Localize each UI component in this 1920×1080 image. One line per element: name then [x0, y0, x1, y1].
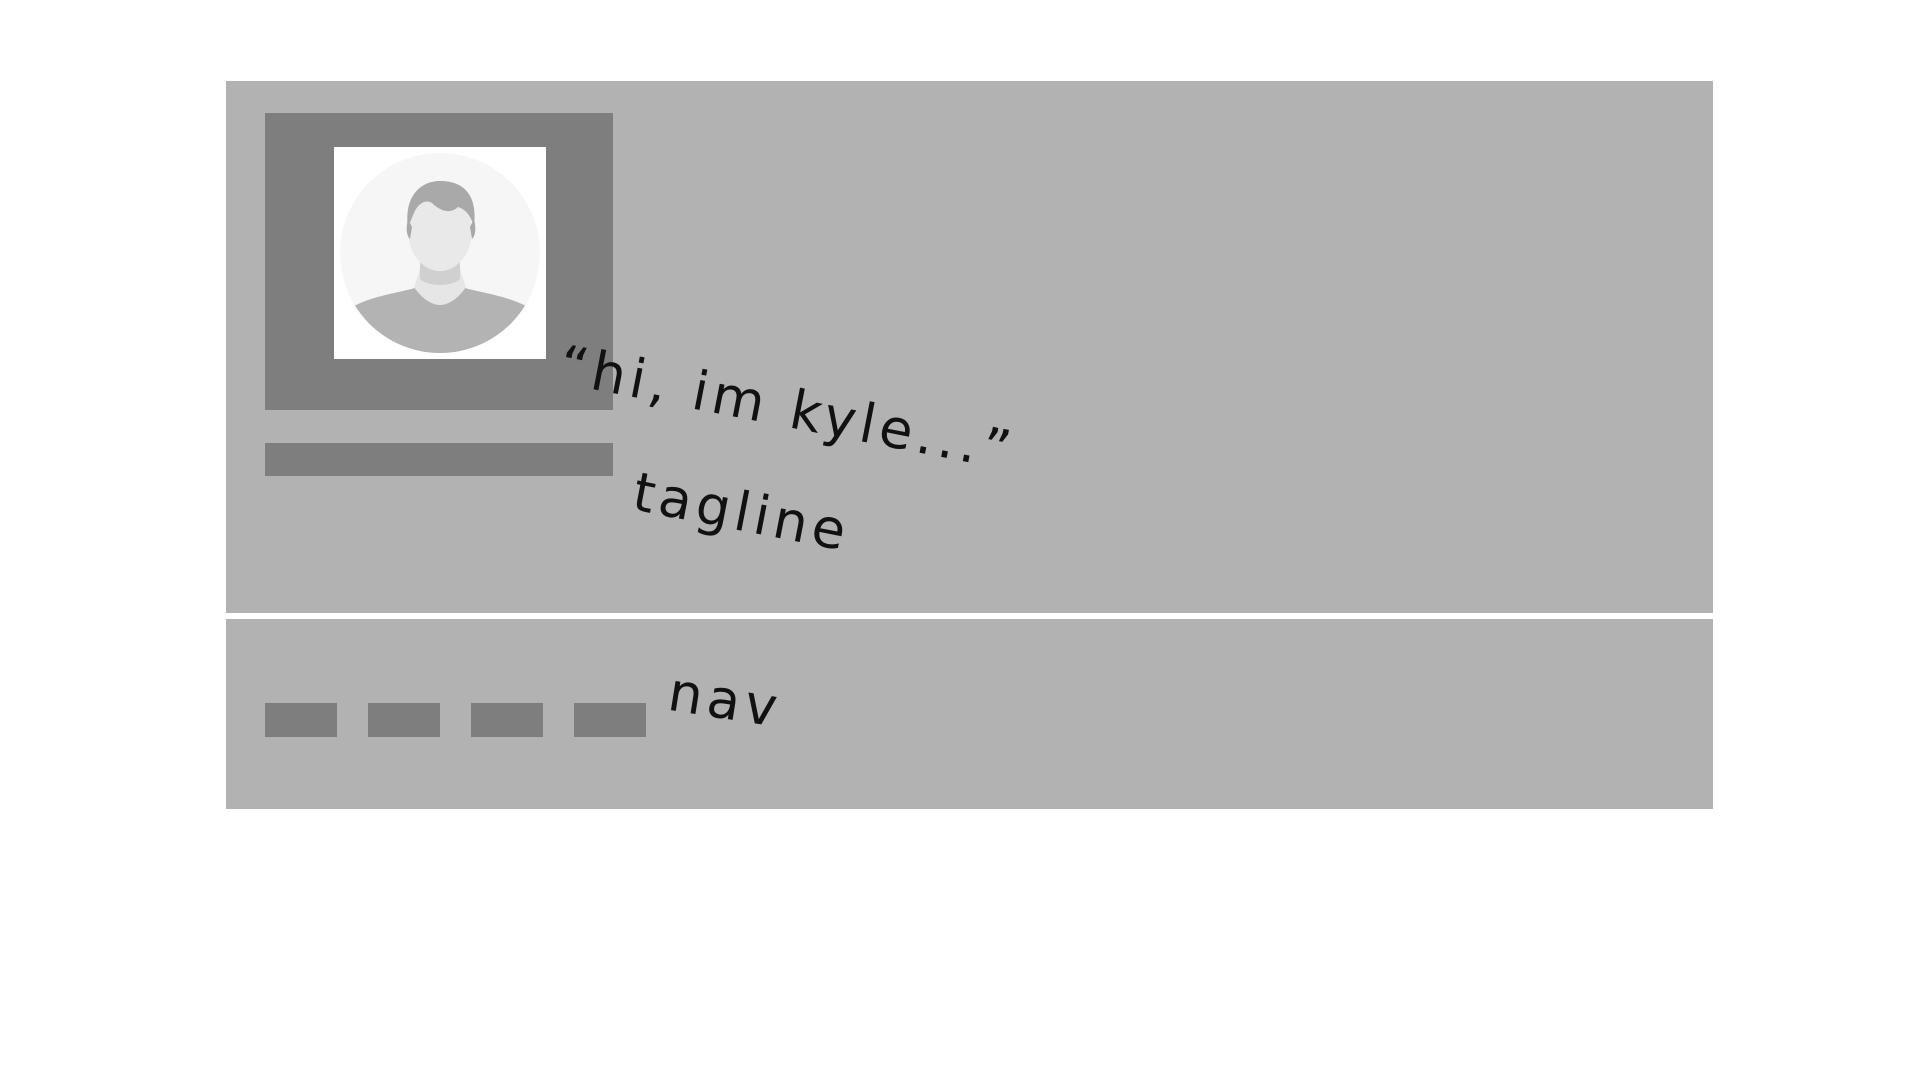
- profile-photo: [334, 147, 546, 359]
- person-avatar-icon: [340, 153, 540, 353]
- nav-item-placeholder[interactable]: [368, 703, 440, 737]
- nav-item-placeholder[interactable]: [471, 703, 543, 737]
- nav-section: [226, 619, 1713, 809]
- nav-item-placeholder[interactable]: [265, 703, 337, 737]
- nav-item-placeholder[interactable]: [574, 703, 646, 737]
- tagline-placeholder: [265, 443, 613, 476]
